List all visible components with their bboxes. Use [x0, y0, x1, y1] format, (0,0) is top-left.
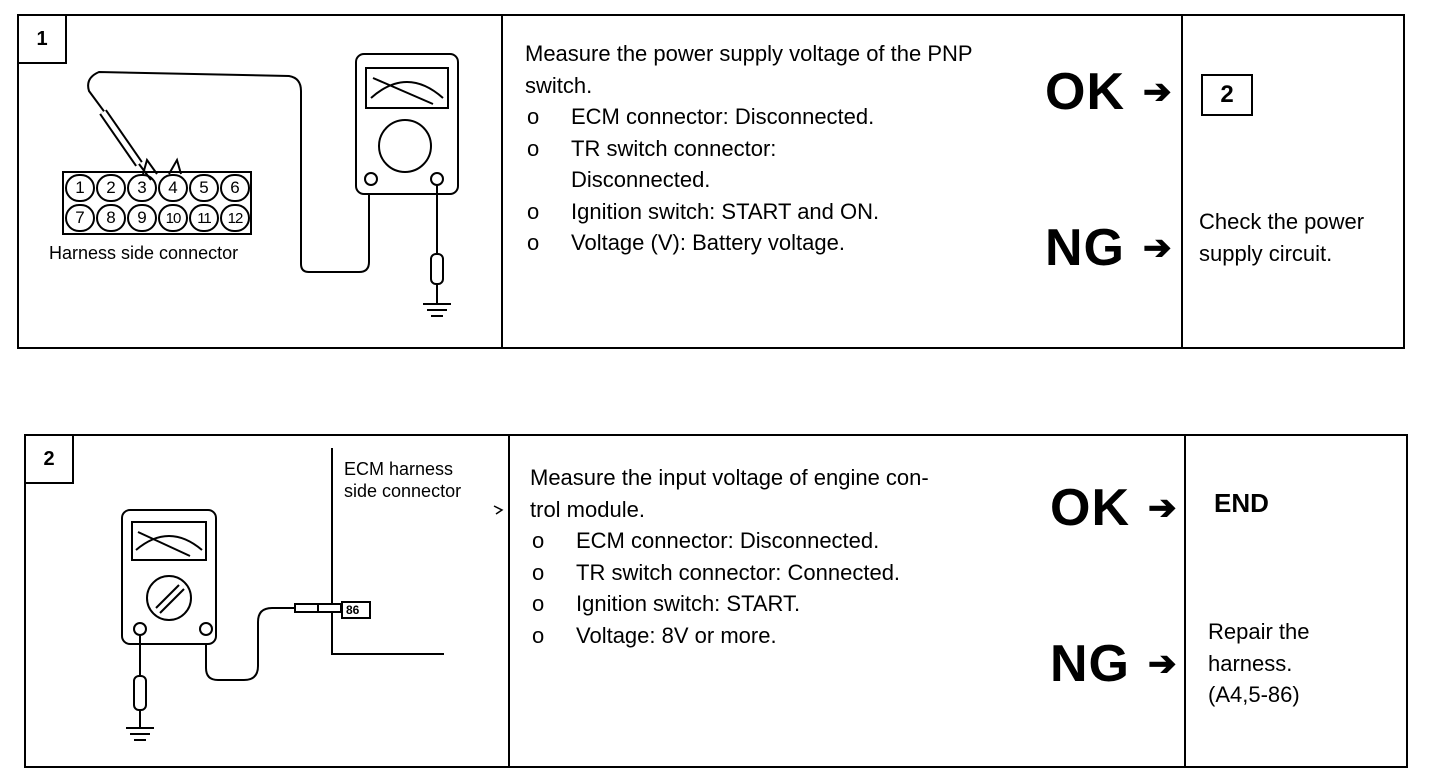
- connector-pin: 2: [96, 174, 126, 202]
- connector-pin: 7: [65, 204, 95, 232]
- list-item: o ECM connector: Disconnected.: [525, 101, 1025, 133]
- divider: [1181, 16, 1183, 347]
- list-item: o ECM connector: Disconnected.: [530, 525, 1050, 557]
- instruction-text: Measure the input voltage of engine con-…: [530, 462, 1050, 651]
- step-number: 2: [26, 436, 74, 484]
- ok-label: OK: [1050, 479, 1130, 537]
- step-2-panel: 2 86 ECM harness side connector: [24, 434, 1408, 768]
- connector-pin: 1: [65, 174, 95, 202]
- connector-pin: 10: [158, 204, 188, 232]
- connector-pin: 8: [96, 204, 126, 232]
- connector-label-line: ECM harness: [344, 459, 454, 479]
- condition-text: TR switch connector: Connected.: [576, 559, 901, 585]
- ok-label: OK: [1045, 63, 1125, 121]
- instruction-title: Measure the input voltage of engine con-…: [530, 462, 1050, 525]
- step-1-panel: 1 1 2 3 4 5 6: [17, 14, 1405, 349]
- connector-label: ECM harness side connector: [344, 458, 461, 502]
- condition-text: Voltage (V): Battery voltage.: [571, 230, 845, 255]
- bullet: o: [527, 104, 540, 129]
- ng-label: NG: [1045, 219, 1125, 277]
- connector-pins: 1 2 3 4 5 6 7 8 9 10 11 12: [65, 174, 251, 234]
- list-item: o Voltage (V): Battery voltage.: [525, 227, 1025, 259]
- condition-text: ECM connector: Disconnected.: [571, 104, 875, 129]
- arrow-right-icon: ➔: [1148, 489, 1177, 527]
- action-line: Repair the: [1208, 619, 1310, 644]
- condition-text: ECM connector: Disconnected.: [576, 528, 880, 553]
- connector-pin: 12: [220, 204, 250, 232]
- bullet: o: [527, 135, 540, 161]
- divider: [508, 436, 510, 766]
- multimeter-diagram: [62, 53, 459, 317]
- connector-label: Harness side connector: [49, 243, 239, 263]
- instruction-title: Measure the power supply voltage of the …: [525, 41, 973, 98]
- divider: [1184, 436, 1186, 766]
- connector-pin: 5: [189, 174, 219, 202]
- action-line: harness.: [1208, 650, 1293, 676]
- arrow-right-icon: ➔: [1148, 645, 1177, 683]
- list-item: o Ignition switch: START and ON.: [525, 196, 1025, 228]
- bullet: o: [527, 198, 540, 224]
- arrow-right-icon: ➔: [1143, 229, 1172, 267]
- condition-text: Ignition switch: START and ON.: [571, 198, 880, 224]
- arrow-right-icon: ➔: [1143, 73, 1172, 111]
- goto-step-link[interactable]: 2: [1201, 74, 1253, 116]
- condition-text: TR switch connector: Disconnected.: [571, 135, 777, 193]
- connector-pin: 6: [220, 174, 250, 202]
- ng-action-text: Check the power supply circuit.: [1199, 209, 1365, 266]
- instruction-text: Measure the power supply voltage of the …: [525, 38, 1025, 259]
- end-label: END: [1214, 488, 1269, 518]
- ng-label: NG: [1050, 635, 1130, 693]
- connector-pin: 3: [127, 174, 157, 202]
- bullet: o: [527, 230, 540, 255]
- title-line: trol module.: [530, 496, 645, 522]
- condition-text: Ignition switch: START.: [576, 591, 801, 616]
- list-item: o Voltage: 8V or more.: [530, 620, 1050, 652]
- ng-action-text: Repair the harness. (A4,5-86): [1208, 616, 1398, 711]
- title-line: Measure the input voltage of engine con-: [530, 465, 929, 490]
- list-item: o TR switch connector: Disconnected.: [525, 133, 1025, 196]
- bullet: o: [532, 559, 545, 585]
- action-line: (A4,5-86): [1208, 682, 1300, 707]
- list-item: o Ignition switch: START.: [530, 588, 1050, 620]
- condition-text: Voltage: 8V or more.: [576, 622, 777, 648]
- bullet: o: [532, 622, 545, 648]
- list-item: o TR switch connector: Connected.: [530, 557, 1050, 589]
- connector-label-line: side connector: [344, 481, 462, 501]
- connector-pin: 9: [127, 204, 157, 232]
- multimeter-diagram: [121, 448, 504, 741]
- bullet: o: [532, 591, 545, 616]
- bullet: o: [532, 528, 545, 553]
- connector-pin: 4: [158, 174, 188, 202]
- step-number: 1: [19, 16, 67, 64]
- pin-label: 86: [346, 603, 360, 617]
- connector-pin: 11: [189, 204, 219, 232]
- divider: [501, 16, 503, 347]
